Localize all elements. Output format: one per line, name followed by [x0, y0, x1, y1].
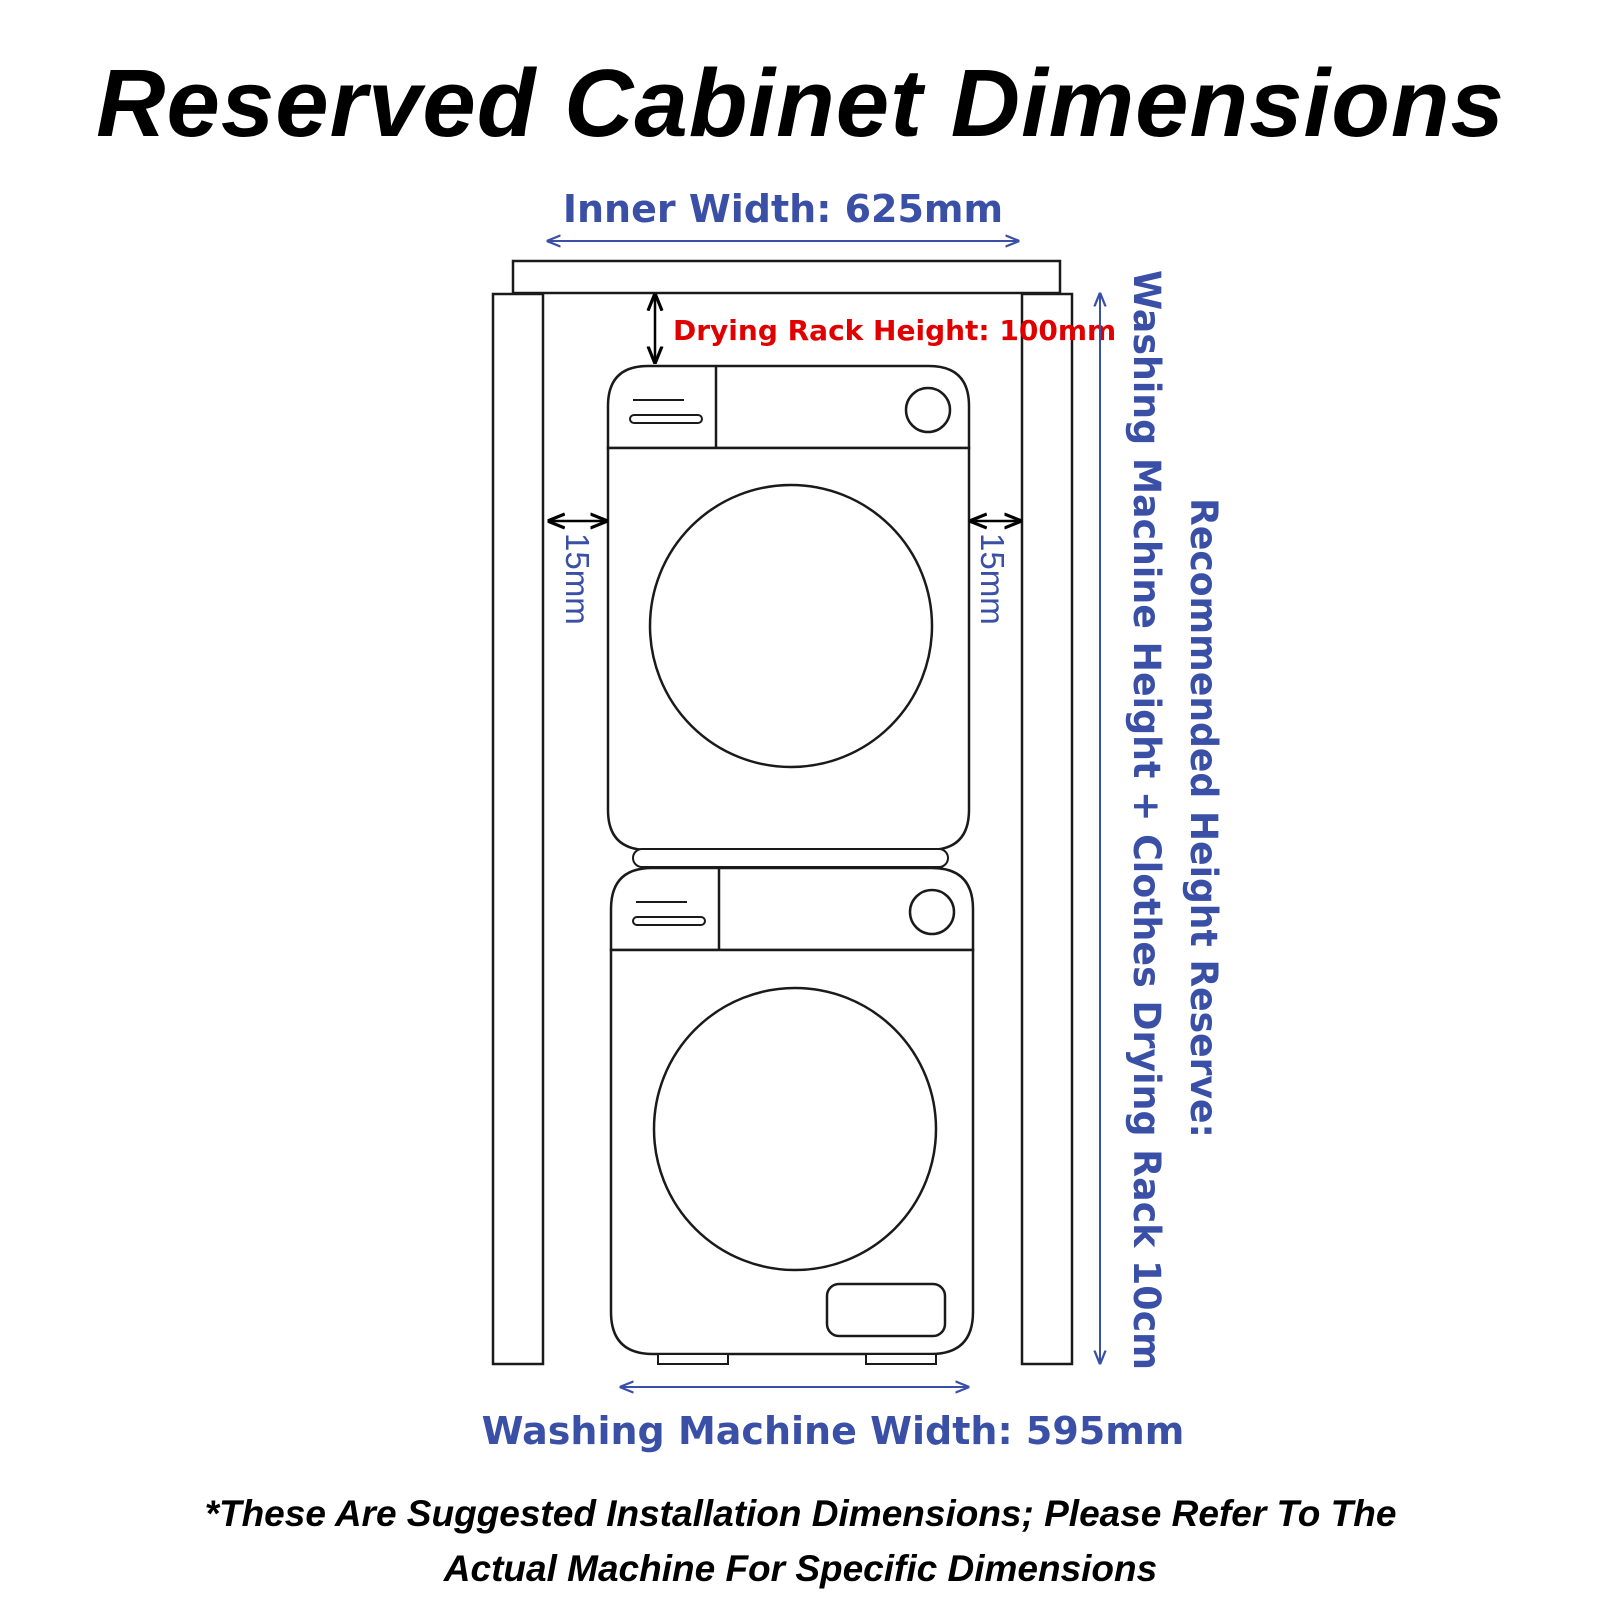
left-gap-label: 15mm [559, 533, 596, 625]
stacking-kit [632, 848, 949, 868]
upper-machine [606, 364, 971, 852]
lower-machine [609, 866, 975, 1365]
footnote-line-2: Actual Machine For Specific Dimensions [443, 1548, 1158, 1589]
cabinet-top-board [511, 259, 1062, 295]
cabinet-right-panel [1020, 292, 1074, 1366]
footnote-line-1: *These Are Suggested Installation Dimens… [204, 1493, 1397, 1534]
right-gap-label: 15mm [974, 533, 1011, 625]
machine-width-label: Washing Machine Width: 595mm [482, 1409, 1185, 1453]
recommended-height-reserve-label: Recommended Height Reserve: [1182, 498, 1225, 1138]
inner-width-label: Inner Width: 625mm [563, 187, 1003, 231]
machine-height-plus-rack-label: Washing Machine Height + Clothes Drying … [1125, 270, 1168, 1370]
page-title: Reserved Cabinet Dimensions [96, 50, 1505, 157]
drying-rack-height-label: Drying Rack Height: 100mm [673, 314, 1116, 347]
cabinet-left-panel [491, 292, 545, 1366]
